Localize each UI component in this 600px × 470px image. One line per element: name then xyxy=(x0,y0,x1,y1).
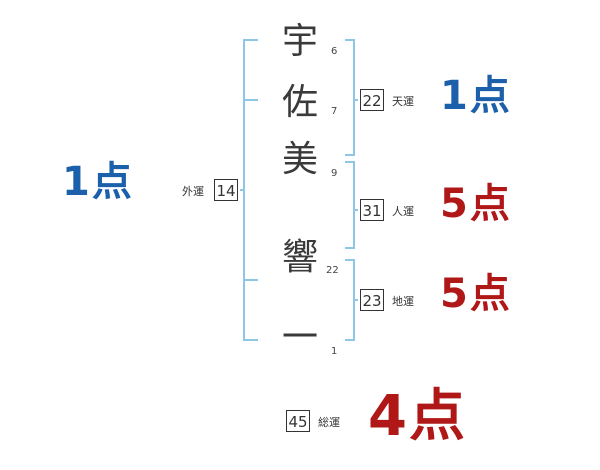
soukaku-value-box: 45 xyxy=(286,410,310,432)
soukaku-score: 4点 xyxy=(368,384,467,449)
gaikaku-score: 1点 xyxy=(62,159,134,205)
outer-bracket xyxy=(243,39,258,341)
name-char-1: 宇 xyxy=(281,21,318,62)
tenkaku-bracket xyxy=(345,39,355,156)
name-char-4: 響 xyxy=(281,237,318,278)
stroke-count-4: 22 xyxy=(326,265,339,276)
chikaku-bracket xyxy=(345,259,355,341)
name-char-3: 美 xyxy=(281,139,318,180)
chikaku-value-box: 23 xyxy=(360,289,384,311)
stroke-count-5: 1 xyxy=(331,346,338,357)
tenkaku-score: 1点 xyxy=(440,73,512,119)
name-char-2: 佐 xyxy=(281,82,318,123)
jinkaku-value-box: 31 xyxy=(360,199,384,221)
stroke-count-2: 7 xyxy=(331,106,338,117)
gaikaku-value-box: 14 xyxy=(214,179,238,201)
stroke-count-1: 6 xyxy=(331,46,338,57)
tenkaku-label: 天運 xyxy=(392,95,414,108)
chikaku-score: 5点 xyxy=(440,271,512,317)
name-char-5: 一 xyxy=(281,317,318,358)
gaikaku-label: 外運 xyxy=(182,185,204,198)
soukaku-label: 総運 xyxy=(318,416,340,429)
chikaku-label: 地運 xyxy=(392,295,414,308)
tenkaku-value-box: 22 xyxy=(360,89,384,111)
jinkaku-bracket xyxy=(345,161,355,249)
stroke-count-3: 9 xyxy=(331,168,338,179)
jinkaku-score: 5点 xyxy=(440,181,512,227)
jinkaku-label: 人運 xyxy=(392,205,414,218)
